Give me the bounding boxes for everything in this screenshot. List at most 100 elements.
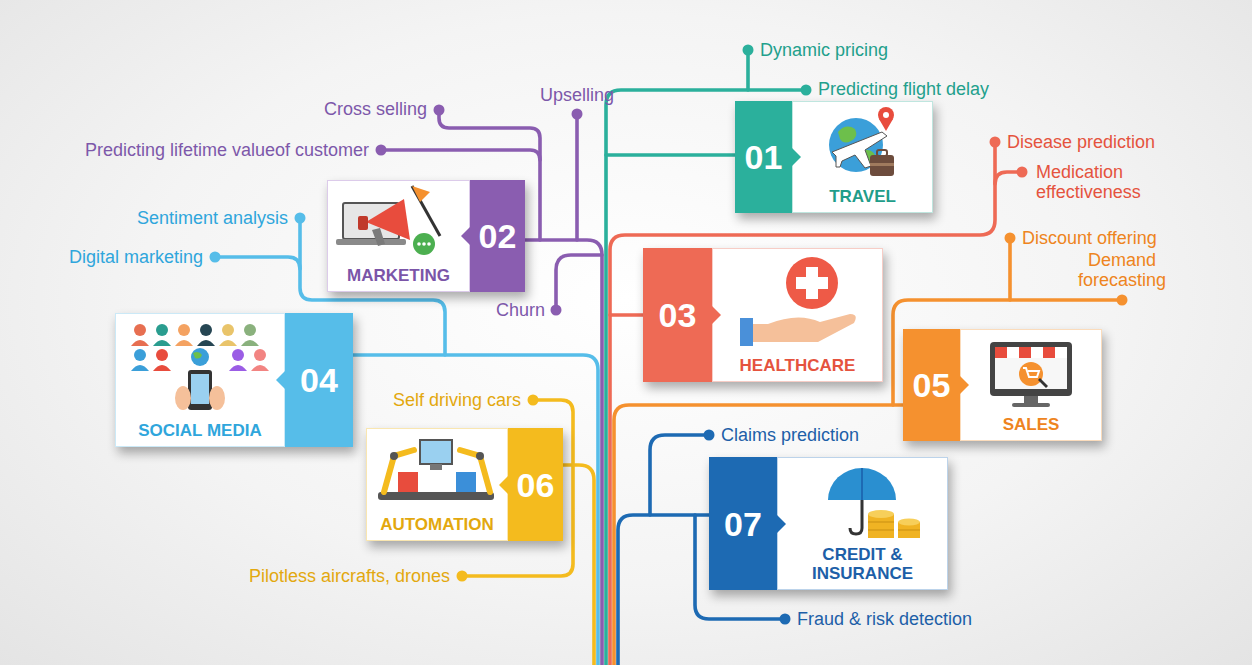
- sales-icon-part: [1038, 378, 1048, 388]
- pointer-chevron: [960, 376, 969, 394]
- branch-line: [610, 313, 643, 317]
- social-media-icon-part: [153, 365, 171, 371]
- marketing-icon-part: [366, 199, 410, 240]
- application-label: Cross selling: [324, 99, 427, 119]
- number-panel: 06: [508, 428, 563, 541]
- application-label: Medication effectiveness: [1036, 162, 1161, 202]
- category-name: HEALTHCARE: [740, 356, 856, 375]
- application-label: Disease prediction: [1007, 132, 1155, 152]
- label-holder: Dynamic pricing: [760, 40, 888, 60]
- pointer-chevron: [276, 371, 285, 389]
- sales-icon-part: [1019, 362, 1043, 386]
- label-holder: Fraud & risk detection: [797, 609, 972, 629]
- travel-icon: [829, 107, 894, 176]
- application-label: Predicting flight delay: [818, 79, 989, 99]
- application-label: Claims prediction: [721, 425, 859, 445]
- number-panel: 04: [285, 313, 353, 447]
- social-media-icon-part: [153, 340, 171, 346]
- leader-dot: [1017, 167, 1028, 178]
- sales-icon-part: [1012, 403, 1050, 407]
- sales-icon-part: [1031, 347, 1043, 358]
- automation-icon-part: [378, 492, 494, 500]
- marketing-icon-part: [413, 233, 435, 255]
- pointer-chevron: [499, 476, 508, 494]
- social-media-icon-part: [175, 340, 193, 346]
- branch-line: [610, 142, 995, 665]
- sales-icon-part: [990, 342, 1072, 396]
- application-label: Self driving cars: [393, 390, 521, 410]
- sales-icon-part: [1043, 347, 1055, 358]
- branch-line: [606, 153, 735, 157]
- leader-dot: [801, 85, 812, 96]
- label-holder: Claims prediction: [721, 425, 859, 445]
- number-panel: 01: [735, 101, 792, 213]
- label-holder: Digital marketing: [69, 247, 203, 267]
- marketing-icon-part: [372, 228, 385, 246]
- credit-insurance-icon-part: [861, 468, 863, 500]
- branch-line: [563, 465, 594, 665]
- marketing-icon: [336, 186, 440, 255]
- travel-icon-part: [883, 112, 889, 118]
- sales-icon-part: [1055, 347, 1067, 358]
- label-holder: Predicting flight delay: [818, 79, 989, 99]
- sales-icon-part: [995, 347, 1007, 358]
- leader-dot: [434, 105, 445, 116]
- healthcare-icon: [740, 257, 856, 346]
- pointer-chevron: [461, 227, 470, 245]
- social-media-icon-part: [131, 365, 149, 371]
- sales-icon-part: [995, 347, 1067, 389]
- leader-line: [575, 114, 579, 240]
- number-panel: 02: [470, 180, 525, 292]
- travel-icon-part: [877, 150, 887, 156]
- leader-dot: [704, 430, 715, 441]
- credit-branch: [618, 435, 785, 665]
- social-media-icon-part: [241, 340, 259, 346]
- label-holder: Pilotless aircrafts, drones: [249, 566, 450, 586]
- application-label: Churn: [496, 300, 545, 320]
- pointer-chevron: [777, 515, 786, 533]
- social-media-icon-part: [134, 324, 146, 336]
- automation-icon-part: [476, 452, 484, 460]
- leader-dot: [743, 45, 754, 56]
- social-media-icon-part: [156, 349, 168, 361]
- automation-icon: [378, 440, 494, 500]
- leader-dot: [1005, 233, 1016, 244]
- leader-dot: [457, 571, 468, 582]
- leader-line: [650, 435, 709, 515]
- sales-icon-part: [1023, 368, 1039, 377]
- leader-dot: [780, 614, 791, 625]
- social-media-icon-part: [200, 324, 212, 336]
- category-number: 03: [659, 298, 697, 332]
- application-label: Upselling: [540, 85, 614, 105]
- leader-dot: [376, 145, 387, 156]
- pointer-chevron: [792, 148, 801, 166]
- marketing-icon-part: [417, 242, 421, 246]
- credit-insurance-icon-part: [868, 510, 894, 518]
- label-holder: Disease prediction: [1007, 132, 1155, 152]
- category-name: SOCIAL MEDIA: [138, 421, 261, 440]
- social-media-icon-part: [219, 340, 237, 346]
- automation-icon-part: [456, 472, 476, 492]
- social-media-icon-part: [232, 349, 244, 361]
- social-media-icon-part: [131, 340, 149, 346]
- marketing-icon-part: [336, 239, 406, 245]
- leader-dot: [295, 213, 306, 224]
- label-holder: Demand forecasting: [1067, 250, 1177, 290]
- social-media-icon-part: [191, 348, 209, 366]
- leader-line: [1008, 238, 1012, 300]
- healthcare-icon-part: [796, 277, 828, 289]
- application-label: Sentiment analysis: [137, 208, 288, 228]
- healthcare-icon-part: [786, 257, 838, 309]
- automation-icon-part: [420, 440, 452, 464]
- category-number: 06: [517, 468, 555, 502]
- sales-icon-part: [1019, 347, 1031, 358]
- social-media-icon-part: [191, 374, 209, 404]
- marketing-icon-part: [412, 186, 440, 236]
- credit-insurance-icon-part: [898, 519, 920, 526]
- category-number: 05: [913, 368, 951, 402]
- social-media-icon-part: [134, 349, 146, 361]
- label-holder: Medication effectiveness: [1036, 162, 1161, 202]
- credit-insurance-icon-part: [868, 530, 894, 531]
- social-media-icon-part: [175, 386, 191, 410]
